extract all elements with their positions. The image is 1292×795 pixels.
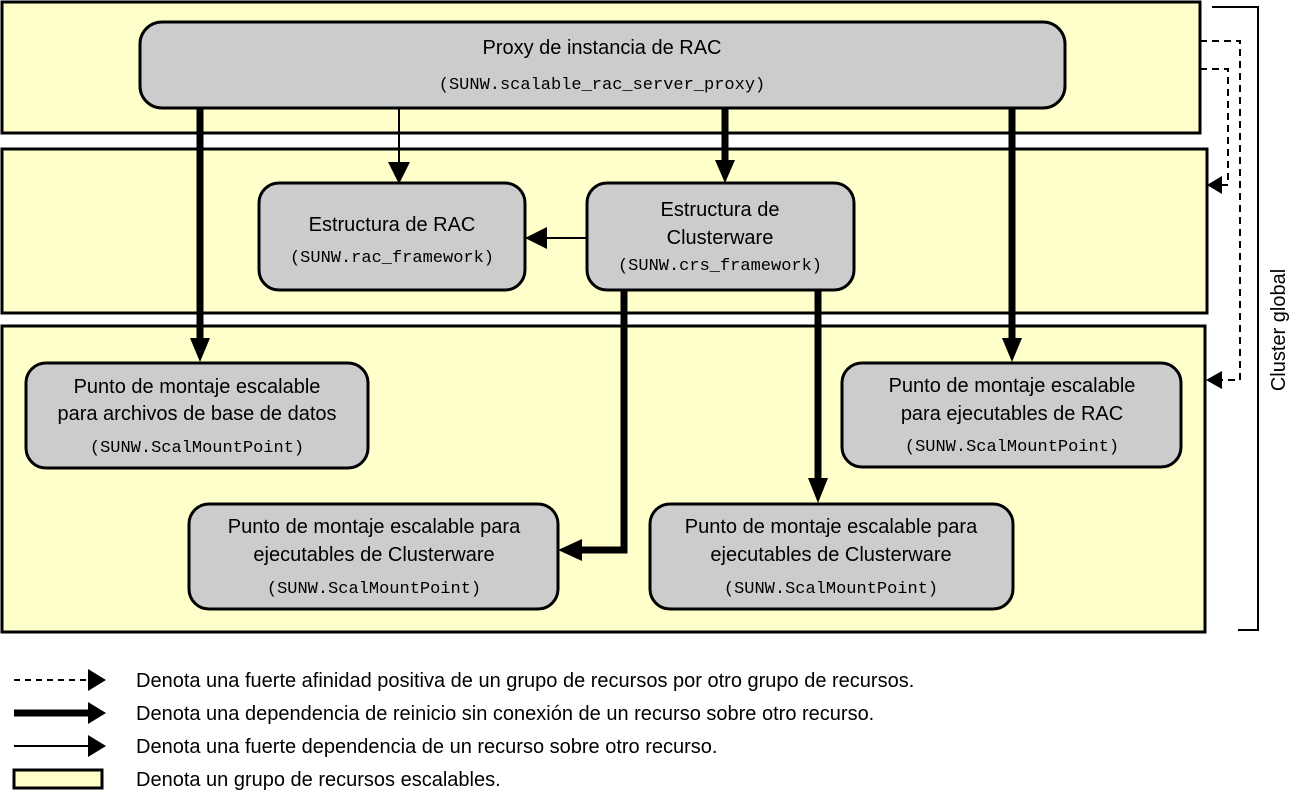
legend-text: Denota un grupo de recursos escalables.	[136, 769, 501, 791]
cluster-label: Cluster global	[1268, 269, 1290, 391]
resource-title: Estructura de RAC	[309, 214, 476, 236]
legend-text: Denota una fuerte afinidad positiva de u…	[136, 670, 914, 692]
resource-box	[187, 502, 560, 611]
arrowhead	[190, 338, 210, 362]
resource-type: (SUNW.ScalMountPoint)	[905, 438, 1119, 457]
resource-box	[648, 502, 1015, 611]
affinity-arrow-to-framework-group	[1200, 68, 1229, 186]
legend-text: Denota una fuerte dependencia de un recu…	[136, 736, 717, 758]
resource-proxy: Proxy de instancia de RAC (SUNW.scalable…	[138, 20, 1067, 110]
dependency-arrows	[190, 40, 1241, 561]
resource-title: Proxy de instancia de RAC	[482, 37, 721, 59]
arrowhead	[558, 539, 582, 561]
resource-title: para archivos de base de datos	[57, 403, 336, 425]
resource-mount-cw-right: Punto de montaje escalable para ejecutab…	[648, 502, 1015, 611]
resource-mount-rac-exe: Punto de montaje escalable para ejecutab…	[840, 361, 1183, 469]
arrowhead	[1002, 338, 1022, 362]
thick-arrow-crsfw-to-mountcwleft	[580, 290, 628, 554]
resource-title: Punto de montaje escalable	[74, 376, 321, 398]
legend-text: Denota una dependencia de reinicio sin c…	[136, 703, 874, 725]
arrowhead	[88, 735, 106, 757]
arrowhead	[88, 669, 106, 691]
arrowhead	[1206, 371, 1222, 389]
resource-mount-cw-left: Punto de montaje escalable para ejecutab…	[187, 502, 560, 611]
affinity-arrow-to-mount-group	[1200, 40, 1241, 381]
arrowhead	[88, 702, 106, 724]
legend: Denota una fuerte afinidad positiva de u…	[12, 669, 914, 791]
resource-type: (SUNW.crs_framework)	[618, 257, 822, 276]
resource-title: Punto de montaje escalable para	[685, 516, 978, 538]
legend-group-swatch	[12, 768, 104, 790]
resource-type: (SUNW.ScalMountPoint)	[90, 439, 304, 458]
resource-type: (SUNW.rac_framework)	[290, 249, 494, 268]
resource-title: ejecutables de Clusterware	[710, 544, 951, 566]
resource-type: (SUNW.scalable_rac_server_proxy)	[439, 76, 765, 95]
resource-box	[585, 181, 856, 292]
cluster-bracket	[1212, 6, 1259, 631]
arrowhead	[715, 160, 735, 183]
resource-title: Punto de montaje escalable	[889, 375, 1136, 397]
resource-type: (SUNW.ScalMountPoint)	[724, 580, 938, 599]
resource-mount-db: Punto de montaje escalable para archivos…	[24, 361, 370, 470]
resource-title: ejecutables de Clusterware	[253, 544, 494, 566]
resource-box	[257, 181, 527, 292]
arrowhead	[1207, 176, 1222, 194]
resource-title: Clusterware	[667, 227, 774, 249]
resource-type: (SUNW.ScalMountPoint)	[267, 580, 481, 599]
resource-crs-framework: Estructura de Clusterware (SUNW.crs_fram…	[585, 181, 856, 292]
resource-rac-framework: Estructura de RAC (SUNW.rac_framework)	[257, 181, 527, 292]
arrowhead	[808, 478, 828, 503]
resource-title: Punto de montaje escalable para	[228, 516, 521, 538]
resource-title: para ejecutables de RAC	[901, 403, 1123, 425]
resource-box	[840, 361, 1183, 469]
resource-title: Estructura de	[661, 199, 780, 221]
resource-box	[138, 20, 1067, 110]
resource-box	[24, 361, 370, 470]
